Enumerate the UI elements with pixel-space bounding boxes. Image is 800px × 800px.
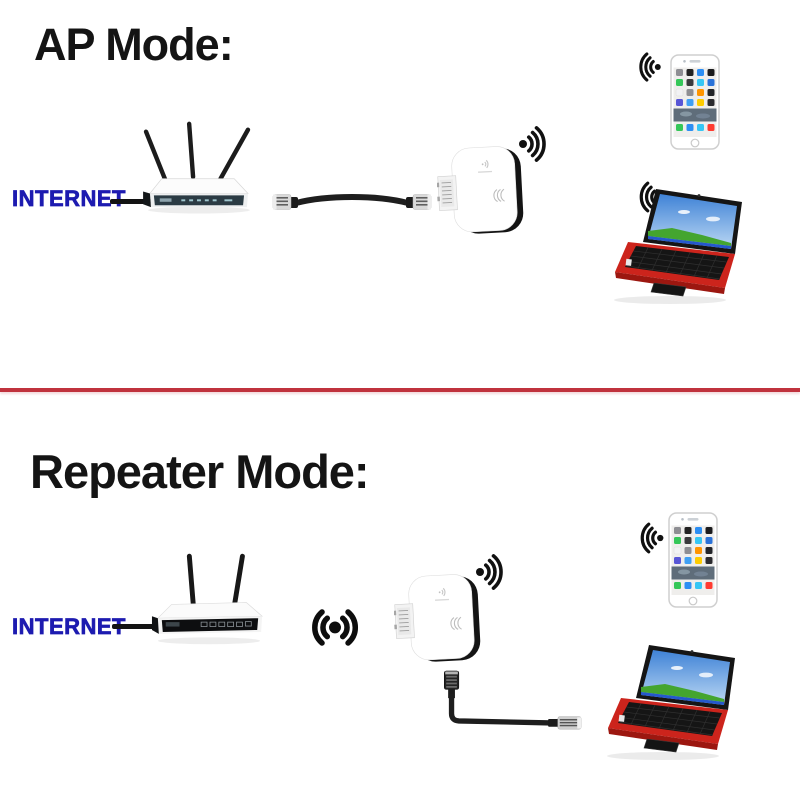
- section-divider-line: [0, 388, 800, 392]
- wireless-router-2-antennas: [150, 552, 268, 648]
- internet-label: INTERNET: [12, 186, 126, 212]
- wifi-signal-icon: [634, 520, 670, 556]
- repeater-mode-title: Repeater Mode:: [30, 445, 370, 498]
- internet-connection-dash: [112, 624, 157, 629]
- ethernet-cable-bent: [440, 670, 598, 736]
- wifi-repeater-device: [394, 550, 512, 662]
- wireless-broadcast-icon: [297, 598, 373, 655]
- internet-label: INTERNET: [12, 614, 126, 640]
- smartphone: [668, 512, 718, 608]
- laptop: [605, 642, 755, 764]
- internet-connection-dash: [110, 199, 151, 204]
- ap-mode-title: AP Mode:: [34, 19, 234, 70]
